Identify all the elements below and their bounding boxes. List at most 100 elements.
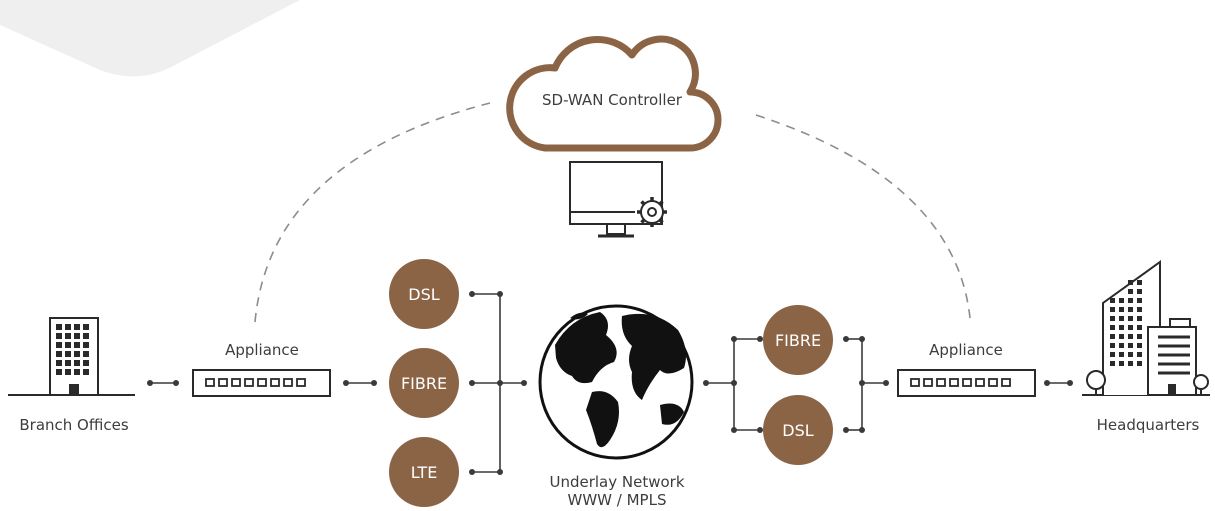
connector-node: [731, 336, 737, 342]
window: [83, 324, 89, 330]
branch-offices-label: Branch Offices: [19, 416, 129, 434]
connector-node: [1044, 380, 1050, 386]
window: [65, 360, 71, 366]
window: [1137, 352, 1142, 357]
headquarters-label: Headquarters: [1096, 416, 1200, 434]
connector-node: [469, 469, 475, 475]
connector-node: [371, 380, 377, 386]
right-link-dsl: DSL: [763, 395, 833, 465]
appliance-port: [270, 378, 280, 387]
window: [83, 360, 89, 366]
window: [83, 369, 89, 375]
window: [74, 351, 80, 357]
window: [1128, 334, 1133, 339]
city-buildings-icon: [1082, 260, 1210, 396]
left-link-dsl: DSL: [389, 259, 459, 329]
window: [65, 324, 71, 330]
connector-node: [469, 291, 475, 297]
window: [74, 333, 80, 339]
appliance-port: [283, 378, 293, 387]
connector-node: [497, 469, 503, 475]
left-link-lte: LTE: [389, 437, 459, 507]
window: [1128, 361, 1133, 366]
appliance-port: [975, 378, 985, 387]
appliance-port: [910, 378, 920, 387]
appliance-port: [988, 378, 998, 387]
window: [1119, 361, 1124, 366]
window: [1110, 334, 1115, 339]
connector-node: [703, 380, 709, 386]
window: [56, 333, 62, 339]
window: [1119, 316, 1124, 321]
appliance-port: [949, 378, 959, 387]
window: [65, 342, 71, 348]
connector-node: [1067, 380, 1073, 386]
connector-node: [497, 291, 503, 297]
window: [1137, 298, 1142, 303]
appliance-port: [1001, 378, 1011, 387]
connector-node: [859, 380, 865, 386]
window: [1128, 280, 1133, 285]
appliance-port: [244, 378, 254, 387]
window: [1128, 316, 1133, 321]
underlay-line2: WWW / MPLS: [567, 491, 667, 509]
window: [1137, 334, 1142, 339]
branch-appliance-label: Appliance: [225, 341, 299, 359]
underlay-line1: Underlay Network: [549, 473, 685, 491]
connector-node: [757, 336, 763, 342]
window: [1110, 298, 1115, 303]
window: [1128, 352, 1133, 357]
window: [74, 360, 80, 366]
window: [1137, 361, 1142, 366]
appliance-port: [218, 378, 228, 387]
hq-appliance-label: Appliance: [929, 341, 1003, 359]
window: [1119, 298, 1124, 303]
left-link-fibre: FIBRE: [389, 348, 459, 418]
appliance-port: [923, 378, 933, 387]
window: [1110, 343, 1115, 348]
window: [1119, 325, 1124, 330]
controller-label: SD-WAN Controller: [542, 91, 682, 109]
cloud-icon: [506, 35, 722, 152]
window: [56, 324, 62, 330]
connector-node: [147, 380, 153, 386]
window: [83, 342, 89, 348]
window: [56, 369, 62, 375]
window: [1128, 343, 1133, 348]
window: [1137, 343, 1142, 348]
globe-icon: [538, 304, 694, 460]
connector-node: [731, 427, 737, 433]
window: [74, 342, 80, 348]
connector-node: [343, 380, 349, 386]
dashed-link-controller-hq: [755, 114, 971, 319]
window: [65, 351, 71, 357]
hq-appliance-device: [897, 369, 1036, 397]
appliance-port: [962, 378, 972, 387]
window: [1137, 289, 1142, 294]
monitor-gear-icon: [569, 161, 667, 238]
branch-appliance-device: [192, 369, 331, 397]
connector-node: [469, 380, 475, 386]
office-building-icon: [8, 317, 135, 396]
window: [1110, 361, 1115, 366]
window: [1137, 325, 1142, 330]
appliance-port: [296, 378, 306, 387]
appliance-port: [936, 378, 946, 387]
appliance-port: [257, 378, 267, 387]
connector-node: [843, 427, 849, 433]
connector-node: [731, 380, 737, 386]
window: [1119, 352, 1124, 357]
window: [65, 333, 71, 339]
window: [56, 351, 62, 357]
connector-node: [757, 427, 763, 433]
window: [1110, 325, 1115, 330]
window: [74, 369, 80, 375]
right-link-fibre: FIBRE: [763, 305, 833, 375]
window: [1128, 325, 1133, 330]
window: [1137, 307, 1142, 312]
window: [1128, 289, 1133, 294]
connector-node: [521, 380, 527, 386]
appliance-port: [231, 378, 241, 387]
window: [56, 360, 62, 366]
